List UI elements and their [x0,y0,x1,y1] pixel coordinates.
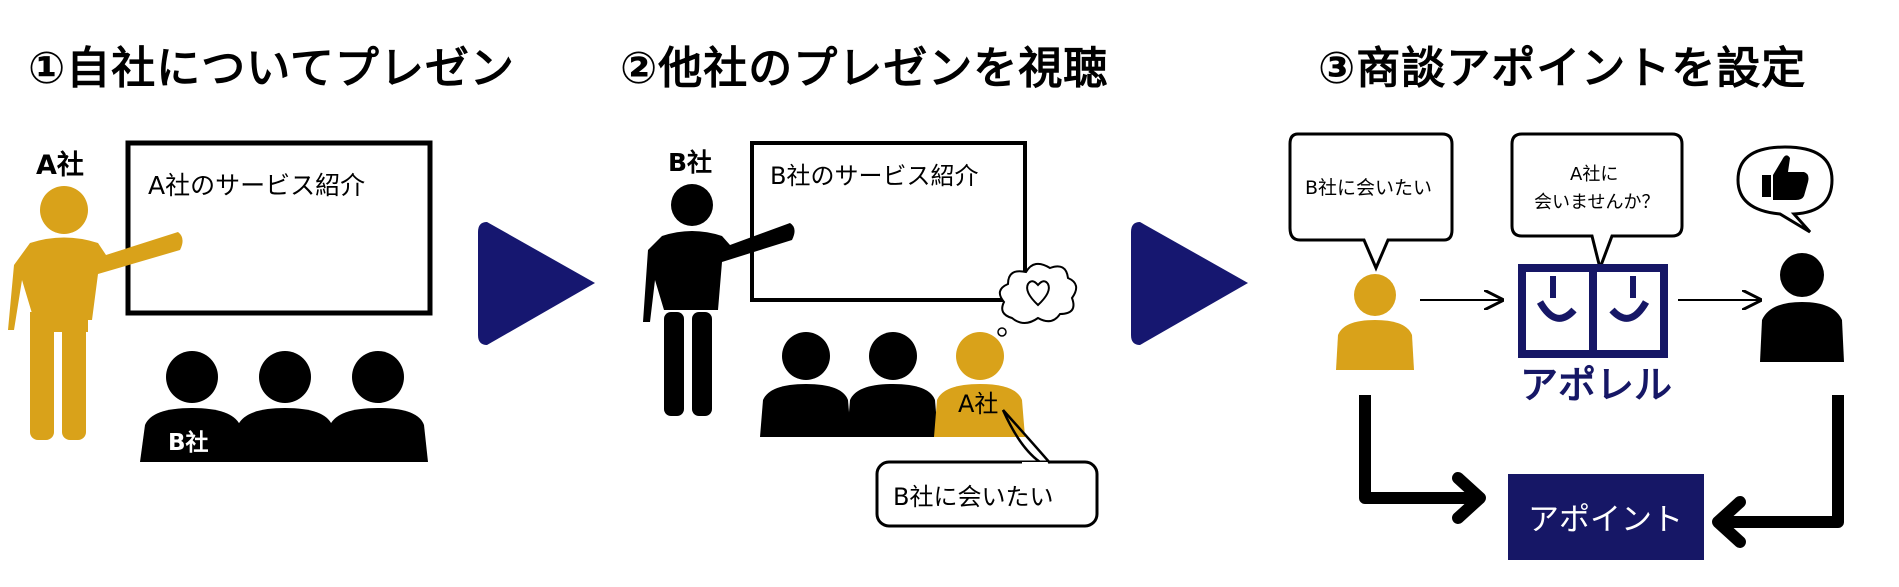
elbow-arrow-icon [1720,395,1844,528]
board-text: B社のサービス紹介 [770,162,978,190]
bubble-center-line1: A社に [1570,164,1618,185]
company-a-person-icon [1336,274,1414,370]
heart-icon [997,262,1078,337]
step3-title: ③商談アポイントを設定 [1318,43,1807,94]
panel-1: A社のサービス紹介 A社 B社 [8,140,433,462]
audience-icon [140,351,428,462]
presenter-label: B社 [668,148,712,177]
bubble-text: B社に会いたい [893,483,1053,511]
bubble-center-line2: 会いませんか？ [1534,192,1659,213]
bubble-left-text: B社に会いたい [1305,177,1432,199]
step1-title: ①自社についてプレゼン [28,43,515,94]
thumbs-up-icon [1736,145,1834,234]
play-arrow-icon [1131,222,1248,345]
presenter-label: A社 [36,149,84,181]
speech-bubble-left [1288,132,1454,272]
speech-bubble-center [1510,132,1684,274]
appointment-label: アポイント [1528,502,1683,538]
panel-2: B社のサービス紹介 B社 A社 [643,141,1099,528]
audience-icon [760,332,1025,437]
step2-title: ②他社のプレゼンを視聴 [620,43,1109,94]
play-arrow-icon [478,222,595,345]
aporeru-logo [1518,264,1668,358]
company-b-person-icon [1760,253,1844,362]
appointment-box [1508,474,1704,560]
presentation-board [125,140,433,316]
speech-bubble [875,409,1099,528]
presentation-board [750,141,1027,302]
presenter-icon [643,184,795,416]
presenter-icon [8,186,183,440]
elbow-arrow-icon [1359,395,1478,504]
audience-label: B社 [168,429,209,456]
panel-3: B社に会いたい A社に 会いませんか？ [1288,132,1844,560]
audience-label: A社 [958,390,998,418]
board-text: A社のサービス紹介 [148,171,365,200]
logo-text: アポレル [1520,363,1672,407]
